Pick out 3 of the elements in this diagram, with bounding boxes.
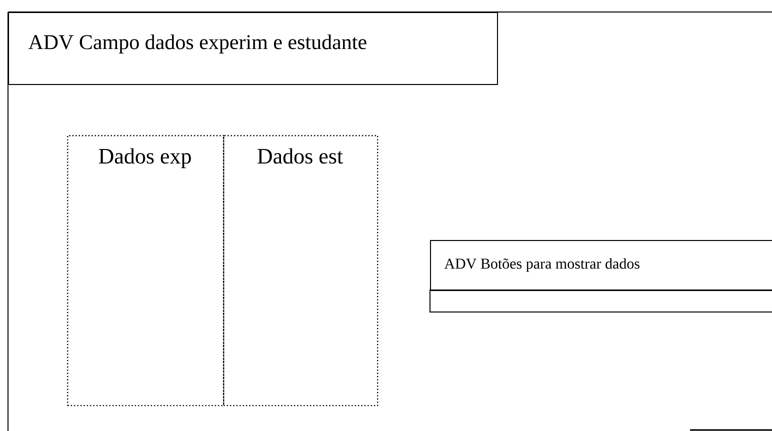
- column-box: Dados est: [223, 135, 378, 406]
- column-box: Dados exp: [67, 135, 224, 406]
- panel-box: ADV Botões para mostrar dados: [430, 240, 772, 312]
